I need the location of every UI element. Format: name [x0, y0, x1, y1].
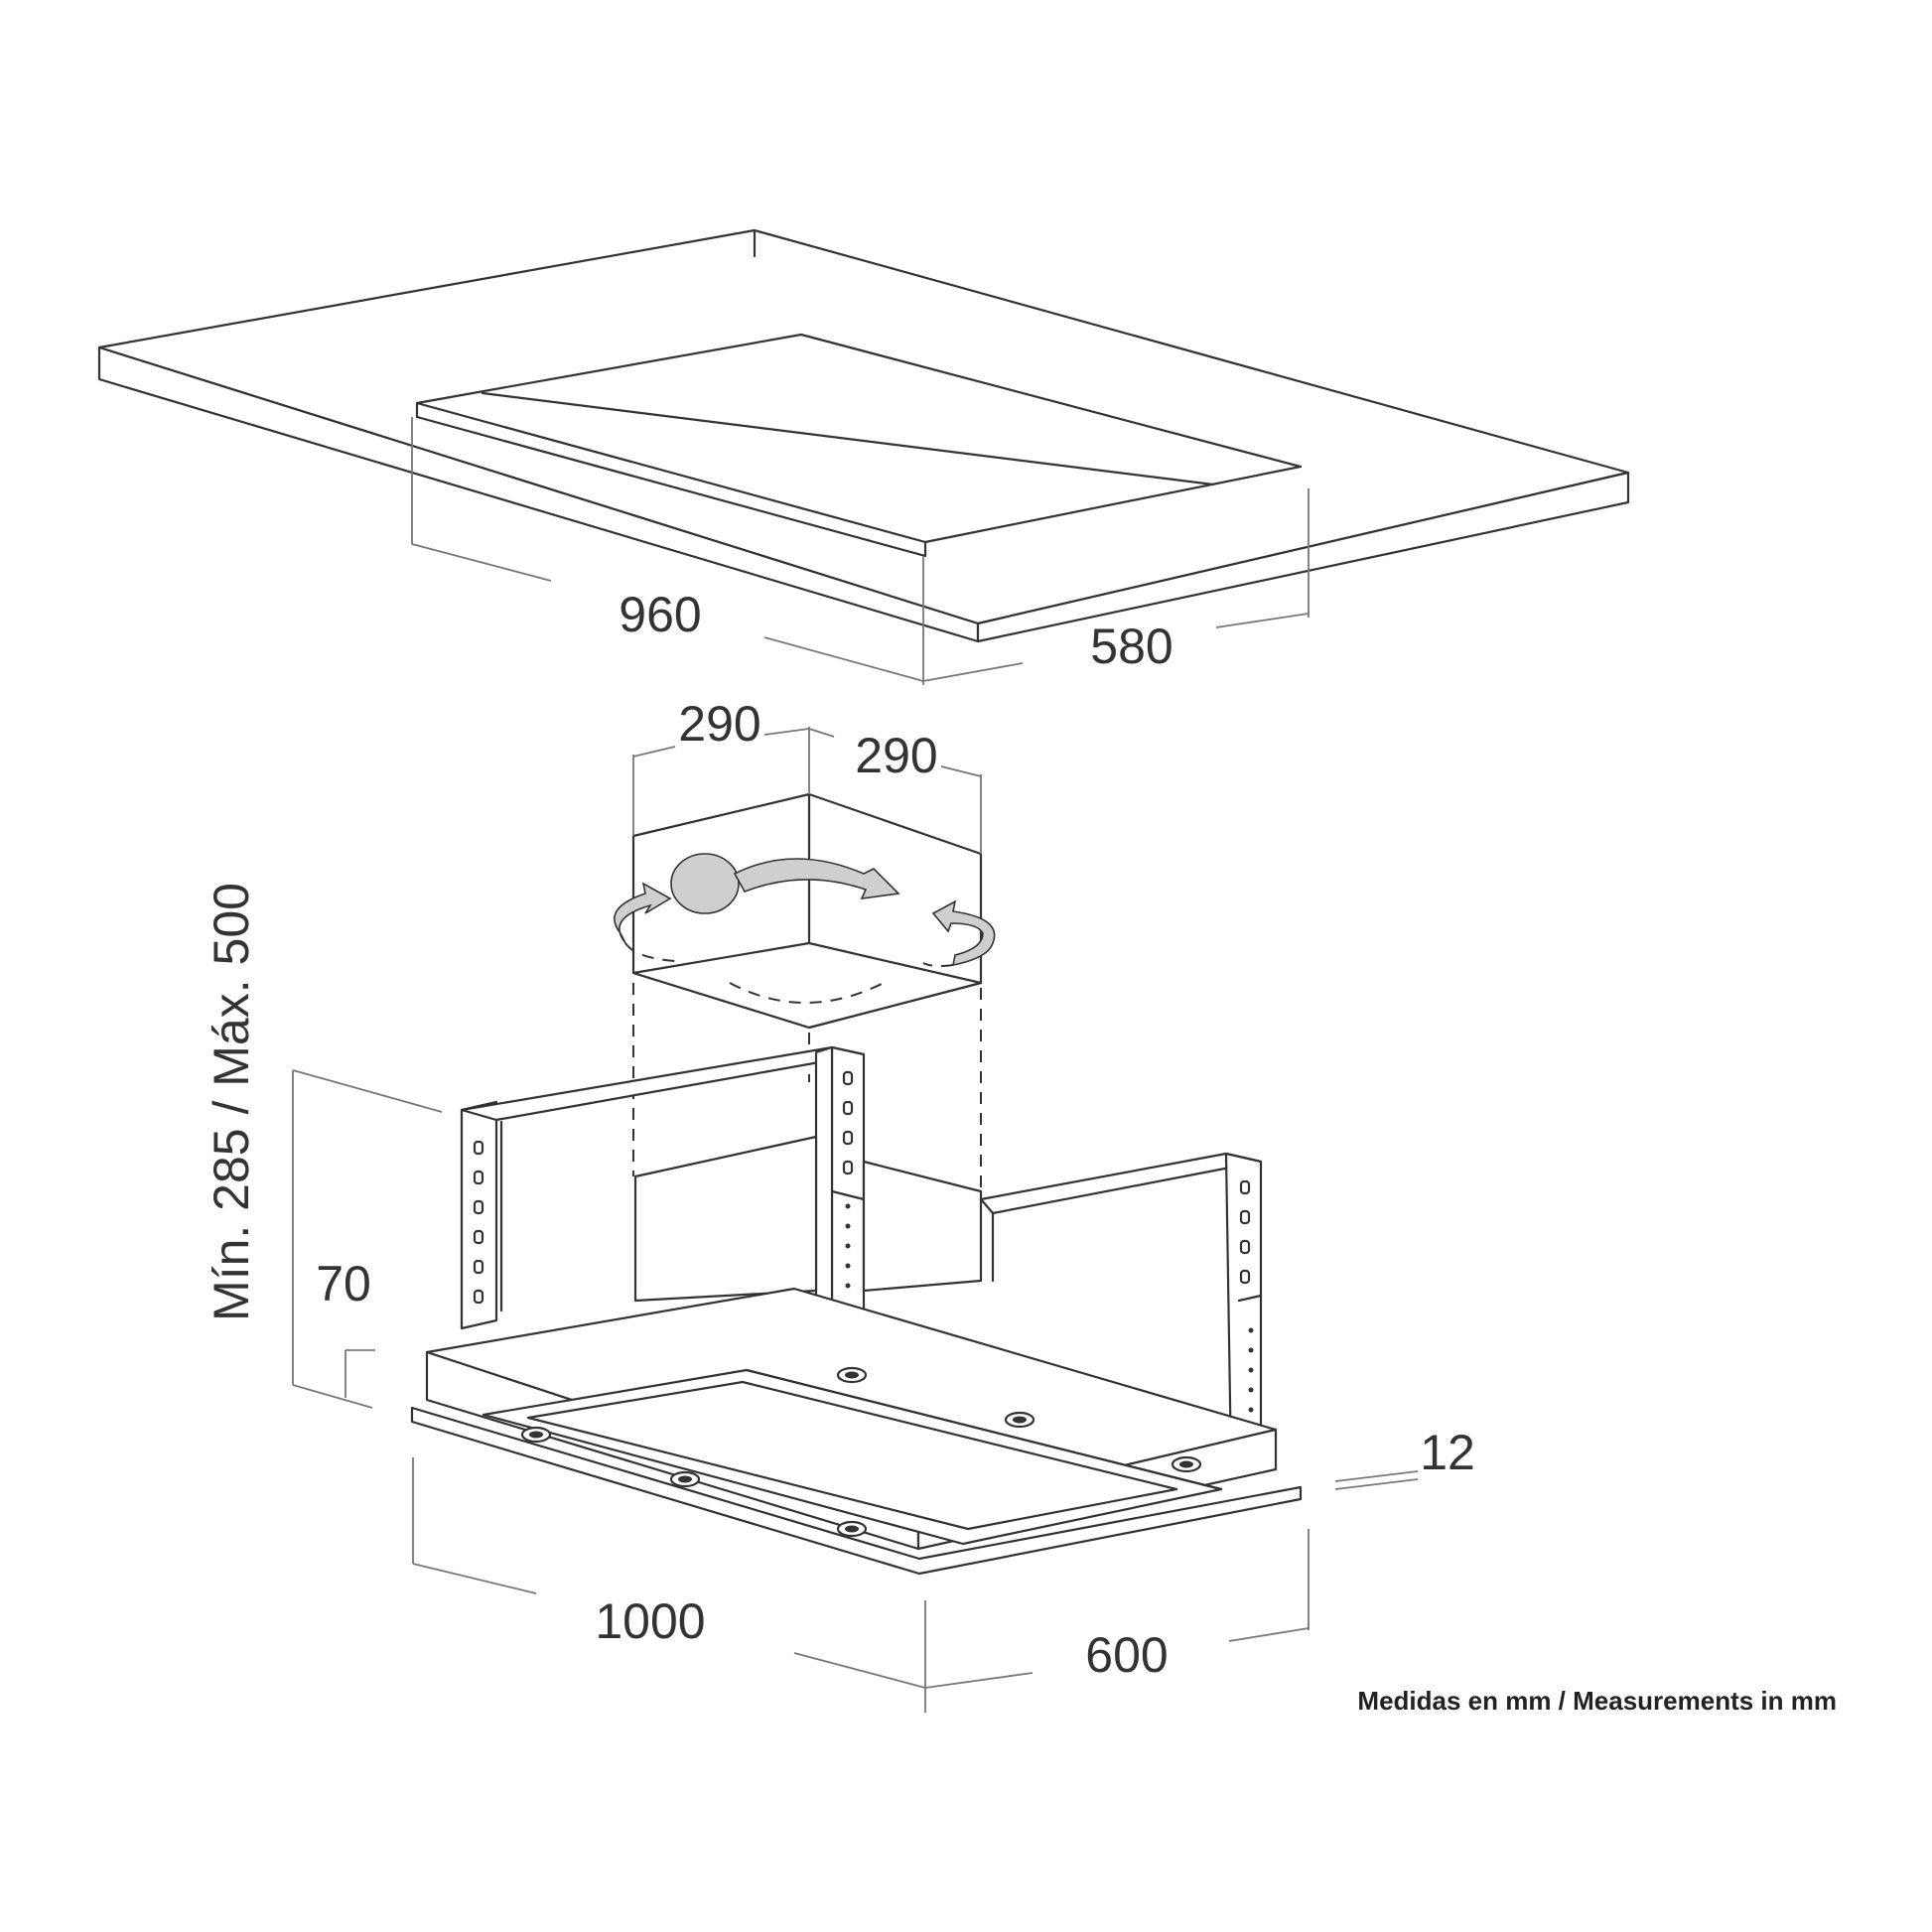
- height-range-label: Mín. 285 / Máx. 500: [204, 883, 259, 1321]
- cutout-length-label: 960: [619, 587, 701, 642]
- ceiling-cutout-block: [415, 333, 1303, 558]
- ceiling-dimension-lines: [411, 417, 1310, 685]
- hood-width-label: 600: [1085, 1627, 1168, 1683]
- hood-frame: [460, 1045, 1263, 1466]
- cutout-width-label: 580: [1090, 619, 1173, 674]
- hood-length-label: 1000: [595, 1593, 705, 1649]
- measurement-units-note: Medidas en mm / Measurements in mm: [1357, 1686, 1837, 1716]
- hood-dimension-lines: [292, 1069, 1419, 1713]
- rotation-arrow-icon: [614, 853, 996, 1004]
- motor-width-right-label: 290: [855, 728, 937, 783]
- motor-block: [631, 727, 983, 1030]
- panel-thickness-label: 12: [1420, 1425, 1475, 1480]
- motor-width-left-label: 290: [678, 696, 760, 752]
- led-spot-icons: [520, 1366, 1202, 1538]
- hood-height-label: 70: [316, 1256, 371, 1311]
